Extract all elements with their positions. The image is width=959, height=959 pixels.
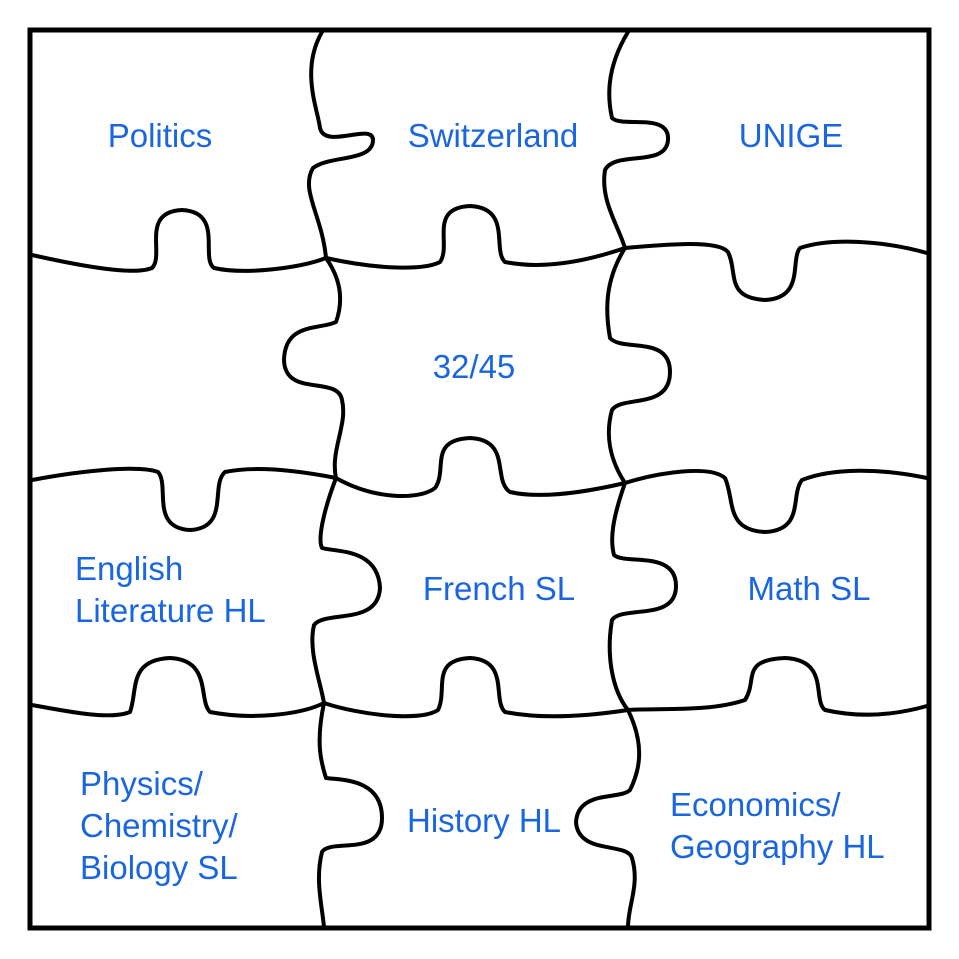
piece-label-history: History HL [407,802,561,839]
piece-label-politics: Politics [108,117,213,154]
seam-h1-col3 [623,239,929,302]
seam-h2-col1 [30,466,338,532]
piece-label-english-literature-line2: Literature HL [75,592,266,629]
seam-v2-row1 [602,30,671,250]
piece-label-english-literature-line1: English [75,550,183,587]
piece-label-math: Math SL [748,570,871,607]
piece-label-economics-geography-line2: Geography HL [670,828,885,865]
piece-label-unige: UNIGE [739,117,844,154]
seam-h3-col2 [322,656,630,719]
seam-h3-col3 [626,656,929,717]
seam-v1-row1 [307,30,375,260]
piece-label-sciences-line3: Biology SL [80,849,238,886]
piece-labels: Politics Switzerland UNIGE 32/45EnglishLite… [75,117,885,886]
piece-label-score: 32/45 [433,348,516,385]
seam-h1-col1 [30,208,328,273]
seam-v2-row2 [605,246,672,485]
seam-v2-row3 [607,481,678,712]
puzzle-frame [27,27,932,931]
seam-v1-row3 [310,476,382,705]
piece-label-sciences-line2: Chemistry/ [80,807,239,844]
seam-v1-row2 [282,256,346,480]
seam-h3-col1 [30,656,326,718]
piece-label-economics-geography-line1: Economics/ [670,786,841,823]
piece-label-switzerland: Switzerland [408,117,579,154]
seam-v2-row4 [574,708,642,929]
puzzle-edges [30,30,929,929]
piece-label-sciences-line1: Physics/ [80,765,204,802]
seam-v1-row4 [316,701,384,929]
seam-h2-col2 [334,436,627,498]
piece-label-french: French SL [423,570,575,607]
seam-h1-col2 [324,204,627,270]
seam-h2-col3 [623,468,929,534]
